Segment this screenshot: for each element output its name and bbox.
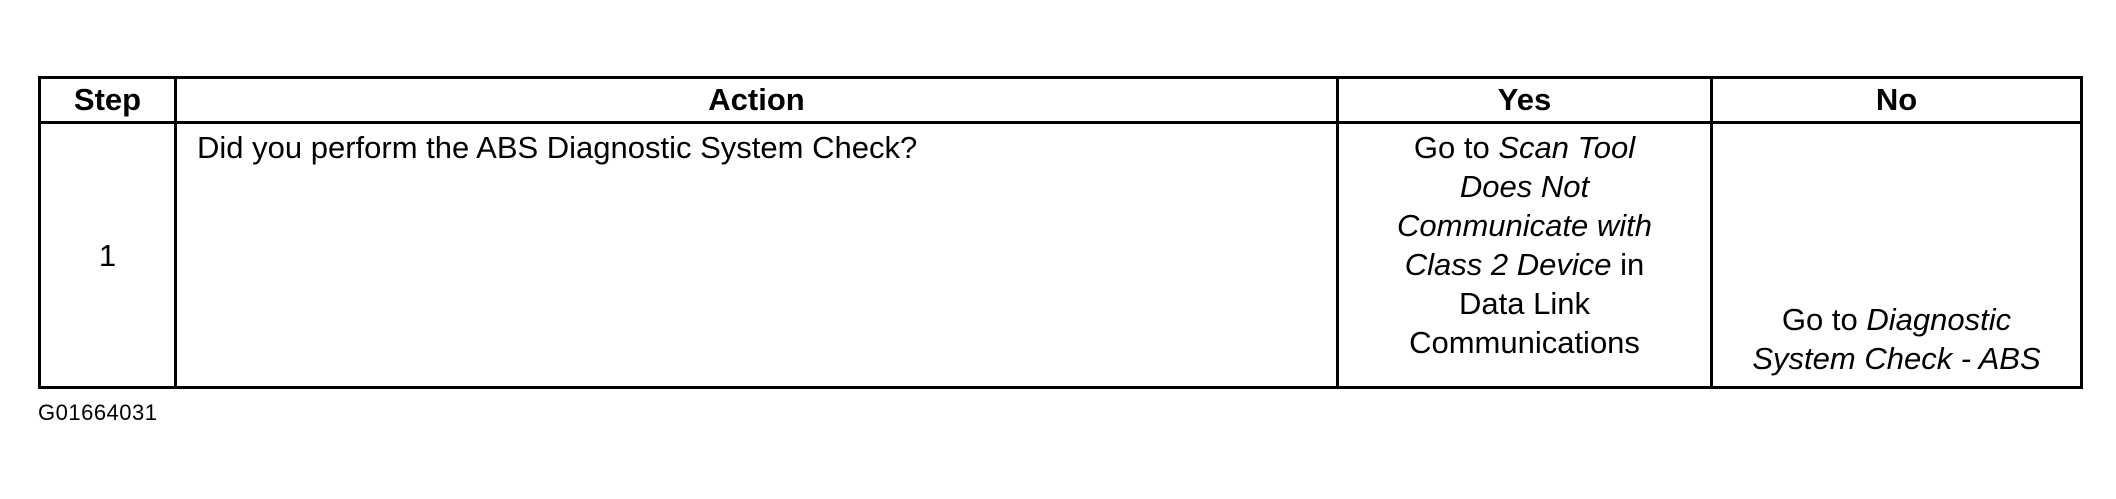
table-header: Step Action Yes No: [38, 76, 2083, 124]
header-yes: Yes: [1336, 76, 1713, 124]
table-row: 1 Did you perform the ABS Diagnostic Sys…: [38, 121, 2083, 389]
header-no: No: [1710, 76, 2083, 124]
no-reference-link[interactable]: Diagnostic System Check - ABS: [1752, 302, 2041, 376]
action-text: Did you perform the ABS Diagnostic Syste…: [174, 121, 1339, 389]
table-body: 1 Did you perform the ABS Diagnostic Sys…: [38, 121, 2083, 389]
diagnostic-step-table: Step Action Yes No 1 Did you perform the…: [38, 76, 2083, 389]
yes-reference-link[interactable]: Scan Tool Does Not Communicate with Clas…: [1397, 130, 1652, 282]
no-text-block: Go to Diagnostic System Check - ABS: [1727, 300, 2067, 378]
header-row: Step Action Yes No: [38, 76, 2083, 124]
yes-prefix: Go to: [1413, 130, 1490, 165]
header-action: Action: [174, 76, 1339, 124]
no-cell: Go to Diagnostic System Check - ABS: [1710, 121, 2083, 389]
header-step: Step: [38, 76, 177, 124]
no-prefix: Go to: [1781, 302, 1858, 337]
yes-cell: Go to Scan Tool Does Not Communicate wit…: [1336, 121, 1713, 389]
yes-suffix: in Data Link Communications: [1409, 247, 1645, 360]
yes-text-block: Go to Scan Tool Does Not Communicate wit…: [1375, 128, 1675, 362]
figure-id: G01664031: [38, 400, 158, 425]
step-number: 1: [38, 121, 177, 389]
